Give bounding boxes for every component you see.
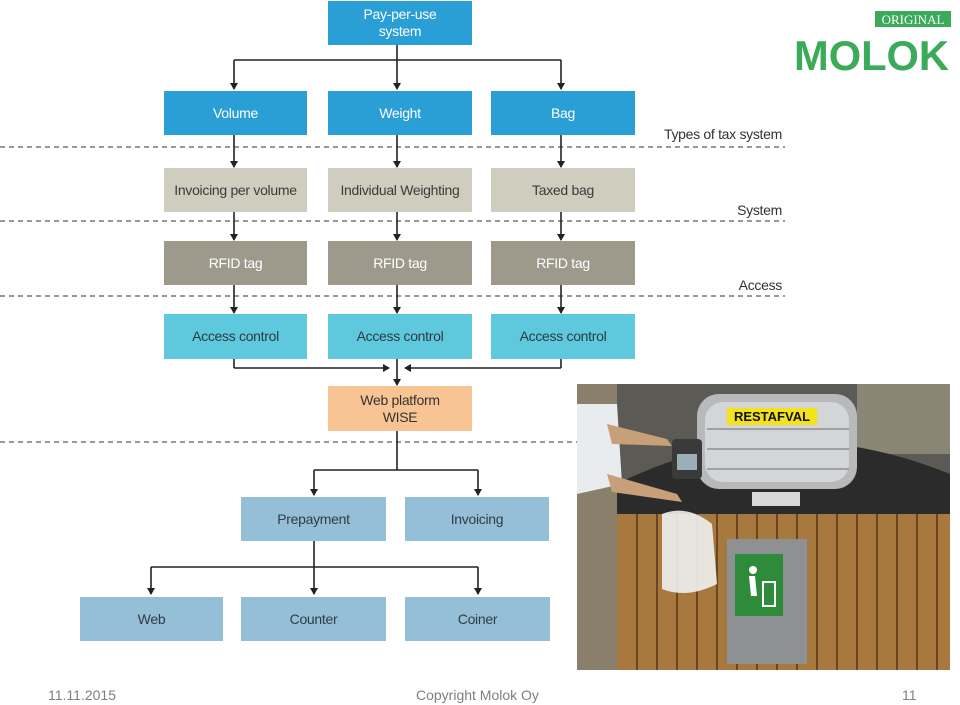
node-rfid-tag-3-label: RFID tag xyxy=(536,254,590,271)
node-taxed-bag-label: Taxed bag xyxy=(532,181,594,198)
logo-wordmark: MOLOK xyxy=(794,32,949,74)
node-invoicing-per-volume-label: Invoicing per volume xyxy=(174,181,297,198)
node-coiner-label: Coiner xyxy=(457,610,498,627)
level-label-system: System xyxy=(737,202,782,218)
node-access-control-2-label: Access control xyxy=(356,328,444,344)
node-invoicing: Invoicing xyxy=(405,497,549,541)
node-access-control-3: Access control xyxy=(491,314,635,359)
node-weight: Weight xyxy=(328,91,472,135)
node-volume-label: Volume xyxy=(213,104,258,121)
node-web-platform-label: Web platform WISE xyxy=(360,391,440,425)
node-taxed-bag: Taxed bag xyxy=(491,168,635,212)
molok-logo: ORIGINAL MOLOK xyxy=(794,11,951,74)
node-rfid-tag-3: RFID tag xyxy=(491,241,635,285)
node-rfid-tag-2-label: RFID tag xyxy=(373,254,427,271)
node-bag-label: Bag xyxy=(550,104,575,121)
footer-copyright: Copyright Molok Oy xyxy=(416,687,539,703)
footer-page-number: 11 xyxy=(902,687,917,703)
node-access-control-2: Access control xyxy=(328,314,472,359)
node-coiner: Coiner xyxy=(405,597,550,641)
level-label-types: Types of tax system xyxy=(663,126,782,142)
node-pay-per-use-label: Pay-per-use system xyxy=(363,6,437,39)
node-counter-label: Counter xyxy=(289,610,338,627)
node-prepayment: Prepayment xyxy=(241,497,386,541)
node-invoicing-label: Invoicing xyxy=(450,510,504,527)
footer-date: 11.11.2015 xyxy=(48,687,116,703)
node-web-label: Web xyxy=(137,610,166,627)
node-rfid-tag-1: RFID tag xyxy=(164,241,307,285)
node-bag: Bag xyxy=(491,91,635,135)
node-web: Web xyxy=(80,597,223,641)
node-access-control-1: Access control xyxy=(164,314,307,359)
node-weight-label: Weight xyxy=(379,104,421,121)
node-individual-weighting: Individual Weighting xyxy=(328,168,472,212)
node-access-control-3-label: Access control xyxy=(519,328,607,344)
node-web-platform: Web platform WISE xyxy=(328,386,472,431)
node-rfid-tag-2: RFID tag xyxy=(328,241,472,285)
level-label-access: Access xyxy=(738,277,783,293)
restafval-sign: RESTAFVAL xyxy=(734,409,810,424)
node-pay-per-use: Pay-per-use system xyxy=(328,1,472,45)
node-prepayment-label: Prepayment xyxy=(277,510,350,527)
node-invoicing-per-volume: Invoicing per volume xyxy=(164,168,307,212)
logo-badge-text: ORIGINAL xyxy=(882,12,945,27)
node-volume: Volume xyxy=(164,91,307,135)
molok-container-photo: RESTAFVAL xyxy=(577,384,950,670)
node-counter: Counter xyxy=(241,597,386,641)
node-rfid-tag-1-label: RFID tag xyxy=(208,254,263,271)
node-individual-weighting-label: Individual Weighting xyxy=(340,181,460,198)
node-access-control-1-label: Access control xyxy=(192,328,279,344)
